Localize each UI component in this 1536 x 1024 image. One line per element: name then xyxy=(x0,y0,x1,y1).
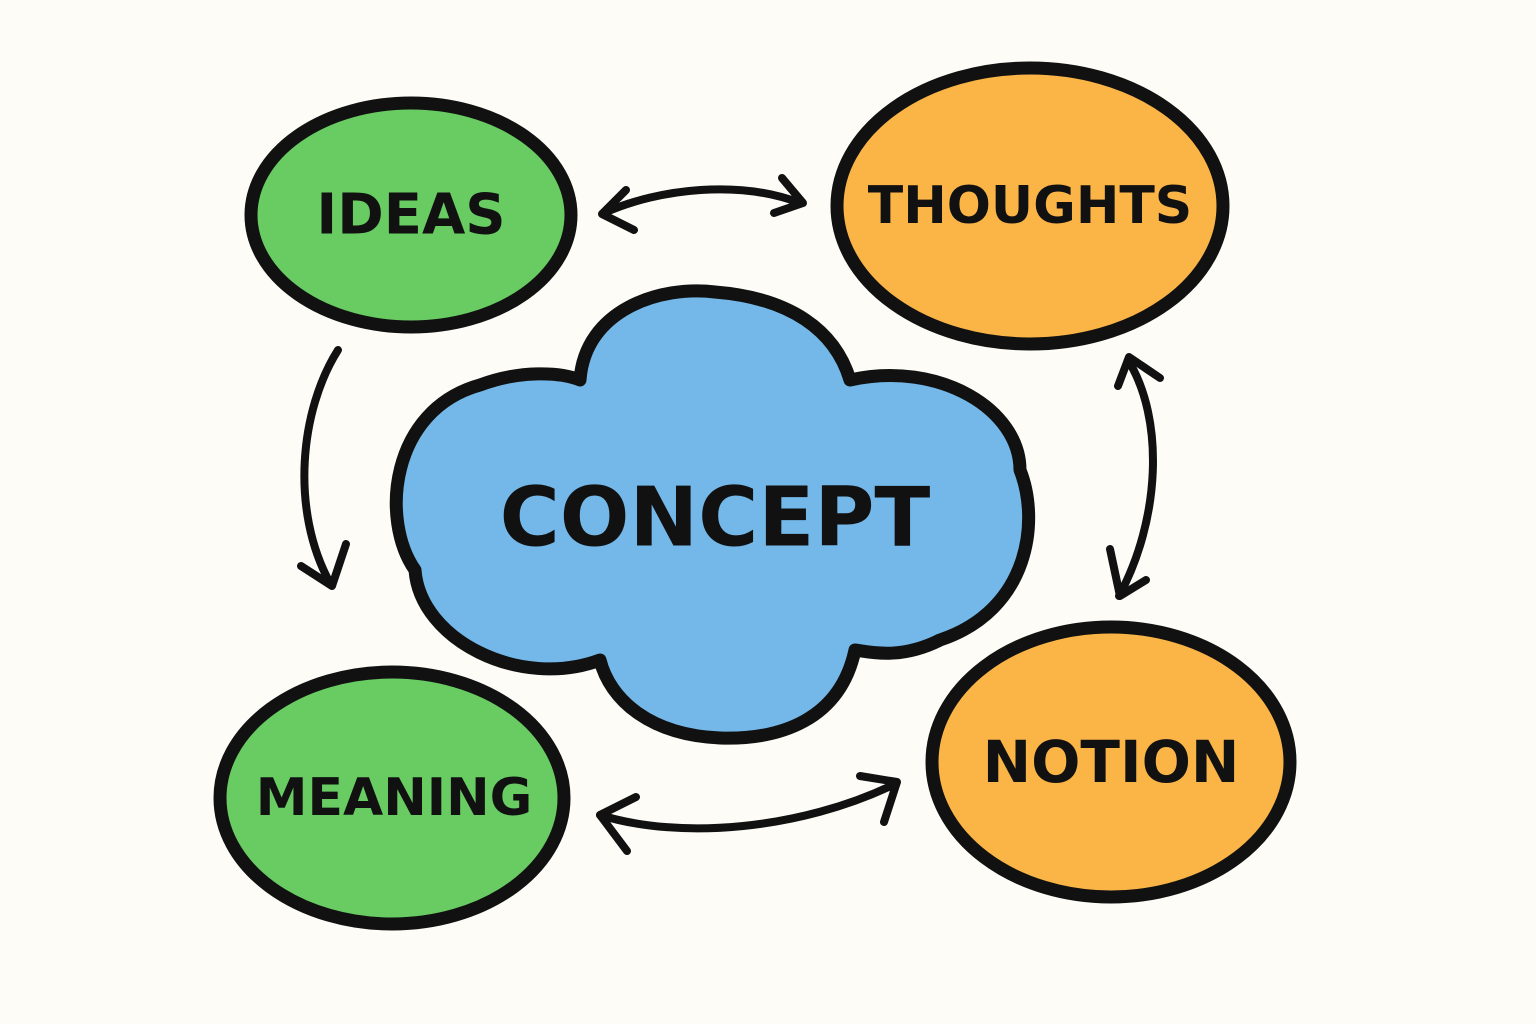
notion-label: NOTION xyxy=(983,728,1240,796)
arrow-curve xyxy=(600,185,804,217)
notion-ellipse xyxy=(925,620,1297,904)
arrowhead-down-icon xyxy=(1106,545,1150,600)
meaning-notion-connector xyxy=(596,772,901,855)
arrowhead-left-icon xyxy=(596,793,640,855)
notion-node: NOTION xyxy=(925,620,1297,904)
thoughts-ellipse xyxy=(830,61,1230,351)
arrowhead-right-icon xyxy=(770,174,807,217)
meaning-ellipse xyxy=(213,665,571,931)
arrowhead-up-icon xyxy=(1114,353,1164,390)
thoughts-label: THOUGHTS xyxy=(868,176,1193,236)
ideas-thoughts-connector xyxy=(598,174,807,234)
ideas-label: IDEAS xyxy=(316,183,505,248)
arrowhead-right-icon xyxy=(856,772,901,826)
arrowhead-down-icon xyxy=(297,540,350,590)
concept-label: CONCEPT xyxy=(500,471,931,566)
arrowhead-left-icon xyxy=(598,186,638,234)
thoughts-notion-connector xyxy=(1106,353,1164,600)
ideas-node: IDEAS xyxy=(244,96,578,334)
concept-cloud xyxy=(389,284,1036,745)
thoughts-node: THOUGHTS xyxy=(830,61,1230,351)
concept-node: CONCEPT xyxy=(389,284,1036,745)
ideas-meaning-connector xyxy=(297,346,350,590)
meaning-node: MEANING xyxy=(213,665,571,931)
arrow-curve xyxy=(1115,356,1157,600)
arrow-curve xyxy=(596,780,899,833)
meaning-label: MEANING xyxy=(256,768,533,828)
ideas-ellipse xyxy=(244,96,578,334)
arrow-curve xyxy=(300,346,342,587)
